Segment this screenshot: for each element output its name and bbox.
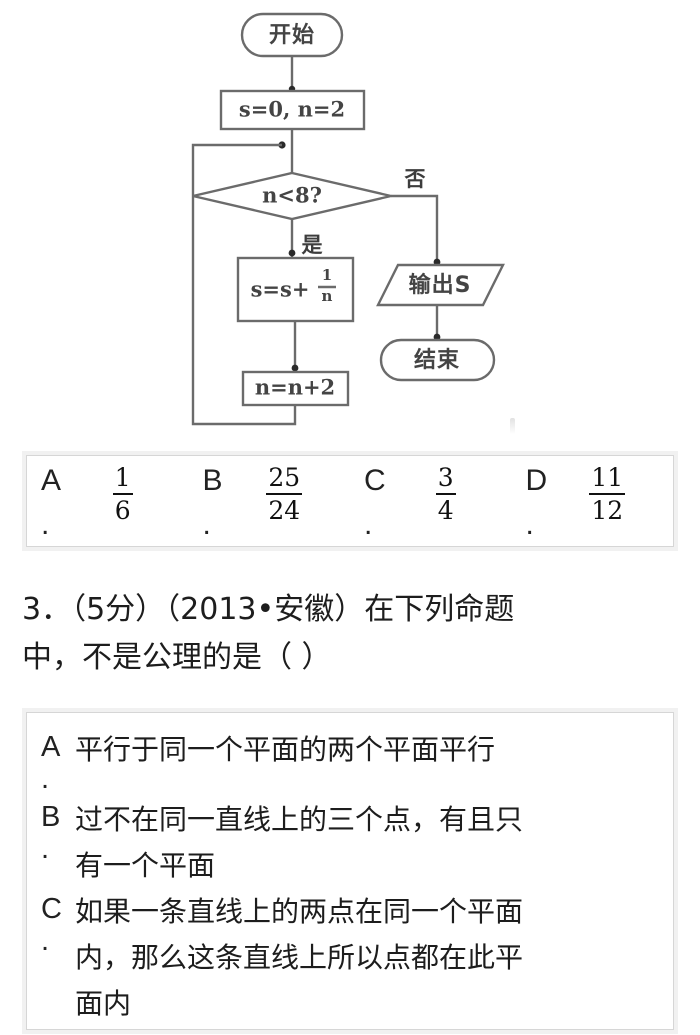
flowchart-accumulate-fraction-denominator: n <box>322 287 333 305</box>
question-3-option-b-letter: B . <box>27 797 75 865</box>
connector-dot-increment <box>291 364 299 372</box>
option-d-letter: D . <box>512 464 558 540</box>
question-3-option-b-text: 过不在同一直线上的三个点，有且只 有一个平面 <box>75 797 667 889</box>
fraction-b-denominator: 24 <box>268 496 301 525</box>
fraction-b: 25 24 <box>266 463 303 525</box>
question-3-option-a[interactable]: A . 平行于同一个平面的两个平面平行 <box>27 727 667 795</box>
option-d[interactable]: D . 11 12 <box>512 464 674 540</box>
flowchart-no-label: 否 <box>405 167 426 191</box>
question-3-option-c-text: 如果一条直线上的两点在同一个平面 内，那么这条直线上所以点都在此平 面内 <box>75 889 667 1027</box>
option-b-dot: . <box>202 508 211 541</box>
question-3-options-box: A . 平行于同一个平面的两个平面平行 B . 过不在同一直线上的三个点，有且只… <box>26 712 674 1030</box>
option-c-value: 3 4 <box>396 464 512 524</box>
fraction-a-denominator: 6 <box>114 496 131 525</box>
question-2-options-box: A . 1 6 B . 25 24 C . <box>26 455 674 547</box>
connector-decision-no <box>391 194 439 265</box>
question-3-option-a-dot: . <box>41 763 50 795</box>
question-3-option-b-dot: . <box>41 833 50 865</box>
fraction-a: 1 6 <box>112 463 133 525</box>
question-3-option-a-line-1: 平行于同一个平面的两个平面平行 <box>75 733 496 766</box>
option-c-dot: . <box>364 508 373 541</box>
question-3-stem-line-1: 3．（5分）（2013•安徽）在下列命题 <box>22 592 515 627</box>
fraction-c-bar <box>435 493 456 495</box>
option-a-letter-text: A <box>41 464 62 497</box>
flowchart-accumulate-box <box>236 256 355 323</box>
question-3-option-c-letter: C . <box>27 889 75 957</box>
flowchart-accumulate-label: s=s+ <box>251 277 310 302</box>
question-3-option-b-line-2: 有一个平面 <box>75 849 216 882</box>
option-d-value: 11 12 <box>558 464 674 524</box>
option-d-letter-text: D <box>525 464 548 497</box>
question-3-option-b-letter-text: B <box>41 801 61 833</box>
question-3-option-a-letter: A . <box>27 727 75 795</box>
fraction-b-bar <box>266 493 303 495</box>
flowchart-accumulate-fraction-numerator: 1 <box>322 266 332 284</box>
fraction-a-numerator: 1 <box>114 463 131 492</box>
option-c-letter: C . <box>350 464 396 540</box>
flowchart-output-parallelogram <box>376 263 505 307</box>
option-b-letter-text: B <box>202 464 223 497</box>
option-d-dot: . <box>525 508 534 541</box>
fraction-c-denominator: 4 <box>437 496 454 525</box>
flowchart-increment-label: n=n+2 <box>255 375 335 400</box>
question-3-option-c-dot: . <box>41 925 50 957</box>
question-3-option-c-line-3: 面内 <box>75 987 132 1020</box>
question-3-stem-line-2: 中，不是公理的是（ ） <box>22 640 332 675</box>
flowchart-yes-label: 是 <box>302 233 323 257</box>
question-3-option-c-line-1: 如果一条直线上的两点在同一个平面 <box>75 895 524 928</box>
question-3-option-c-line-2: 内，那么这条直线上所以点都在此平 <box>75 941 524 974</box>
question-3-option-c[interactable]: C . 如果一条直线上的两点在同一个平面 内，那么这条直线上所以点都在此平 面内 <box>27 889 667 1027</box>
flowchart-increment-box <box>241 370 350 407</box>
flowchart-output-label: 输出S <box>409 272 472 298</box>
flowchart-decision-label: n<8? <box>262 183 322 208</box>
question-3-option-b[interactable]: B . 过不在同一直线上的三个点，有且只 有一个平面 <box>27 797 667 889</box>
question-3-option-a-text: 平行于同一个平面的两个平面平行 <box>75 727 667 773</box>
fraction-a-bar <box>112 493 133 495</box>
option-a-value: 1 6 <box>73 464 189 524</box>
option-a-dot: . <box>41 508 50 541</box>
question-3-option-c-letter-text: C <box>41 893 62 925</box>
option-a-letter: A . <box>27 464 73 540</box>
question-3-option-b-line-1: 过不在同一直线上的三个点，有且只 <box>75 803 524 836</box>
option-b-value: 25 24 <box>235 464 351 524</box>
option-b-letter: B . <box>189 464 235 540</box>
fraction-d-numerator: 11 <box>591 463 624 492</box>
flowchart-init-label: s=0, n=2 <box>239 97 345 122</box>
connector-dot-no <box>433 258 441 266</box>
connector-loop-back <box>191 143 297 426</box>
fraction-d-bar <box>589 493 626 495</box>
flowchart-end-label: 结束 <box>414 347 460 373</box>
question-3-stem: 3．（5分）（2013•安徽）在下列命题 中，不是公理的是（ ） <box>22 586 682 682</box>
option-a[interactable]: A . 1 6 <box>27 464 189 540</box>
flowchart-diagram: 开始 s=0, n=2 n<8? 是 s=s+ 1 n n=n+2 <box>0 0 700 440</box>
fraction-c-numerator: 3 <box>437 463 454 492</box>
option-c[interactable]: C . 3 4 <box>350 464 512 540</box>
scan-artifact-mark <box>510 418 515 434</box>
option-b[interactable]: B . 25 24 <box>189 464 351 540</box>
fraction-b-numerator: 25 <box>268 463 301 492</box>
fraction-d-denominator: 12 <box>591 496 624 525</box>
fraction-c: 3 4 <box>435 463 456 525</box>
connector-dot-yes <box>288 249 296 257</box>
question-3-option-a-letter-text: A <box>41 731 61 763</box>
flowchart-start-label: 开始 <box>269 22 315 48</box>
option-c-letter-text: C <box>364 464 386 497</box>
connector-dot-end <box>433 333 441 341</box>
flowchart-end-terminator <box>379 338 496 382</box>
fraction-d: 11 12 <box>589 463 626 525</box>
